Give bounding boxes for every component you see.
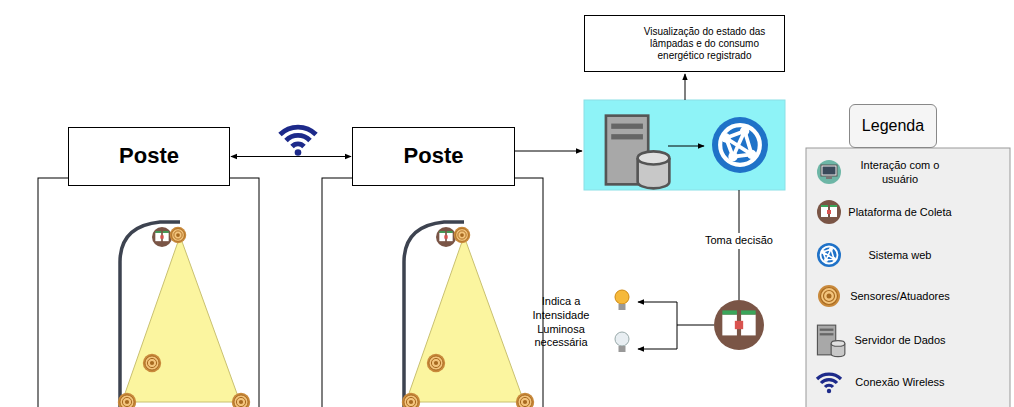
note-label: Indica a Intensidade Luminosa necessária [519,294,603,351]
legend-text: Sistema web [848,248,952,262]
legend-text: Servidor de Dados [848,333,952,347]
decision-label: Toma decisão [703,233,775,249]
post-box: Poste [68,127,230,186]
legend-text: Sensores/Atuadores [848,289,952,303]
display-box: Visualização do estado das lâmpadas e do… [584,15,785,72]
post-box: Poste [352,127,515,186]
node-text: Visualização do estado das lâmpadas e do… [635,26,774,62]
connector [231,156,351,157]
legend-text: Interação com o usuário [848,158,952,187]
legend-text: Conexão Wireless [848,375,952,389]
legend-text: Plataforma de Coleta [848,205,952,219]
node-text: Poste [404,143,464,169]
node-text: Legenda [862,116,924,135]
node-text: Poste [119,143,179,169]
legend-title: Legenda [849,104,937,148]
